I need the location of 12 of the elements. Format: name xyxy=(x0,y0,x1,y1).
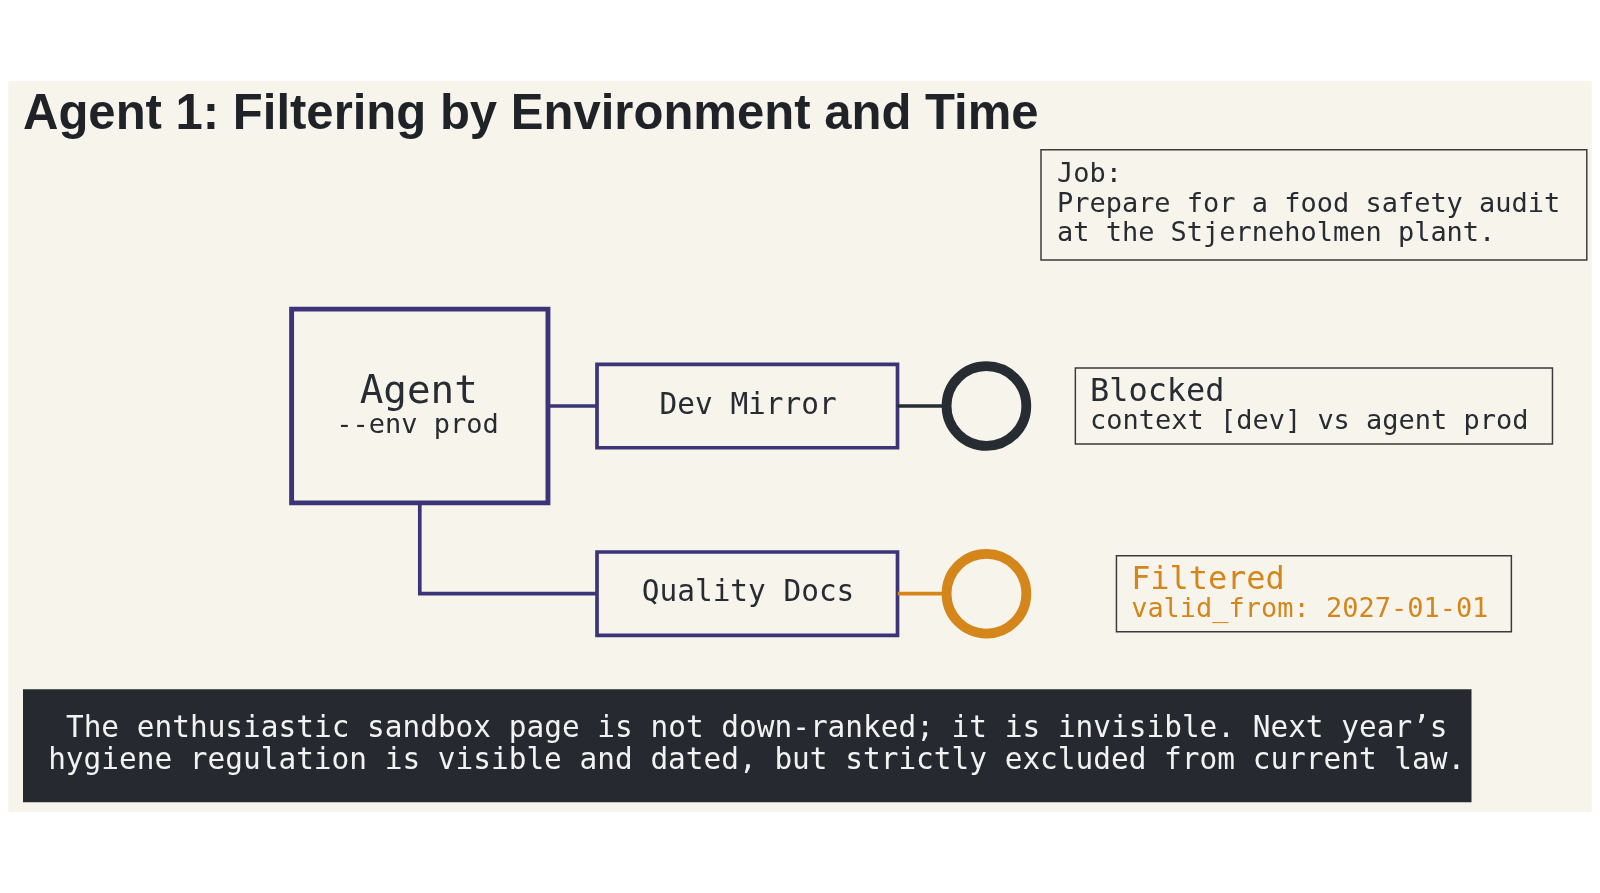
diagram-title: Agent 1: Filtering by Environment and Time xyxy=(23,84,1039,139)
connector xyxy=(548,404,597,408)
node-box: Quality Docs xyxy=(595,550,900,638)
node-box: Job: Prepare for a food safety audit at the Stjerneholmen plant. xyxy=(1040,148,1588,261)
node-circle xyxy=(941,548,1032,639)
connector xyxy=(417,503,597,596)
node-box: Filtered valid_from: 2027-01-01 xyxy=(1115,554,1513,633)
node-box: Blocked context [dev] vs agent prod xyxy=(1074,367,1554,445)
caption: The enthusiastic sandbox page is not down-ranked; it is invisible. Next year’s hygiene regulation is visible and dated, but strictly excluded from current law. xyxy=(48,710,1466,777)
node-box: Dev Mirror xyxy=(595,362,900,450)
node-box: Agent --env prod xyxy=(289,306,551,506)
node-circle xyxy=(941,361,1032,451)
